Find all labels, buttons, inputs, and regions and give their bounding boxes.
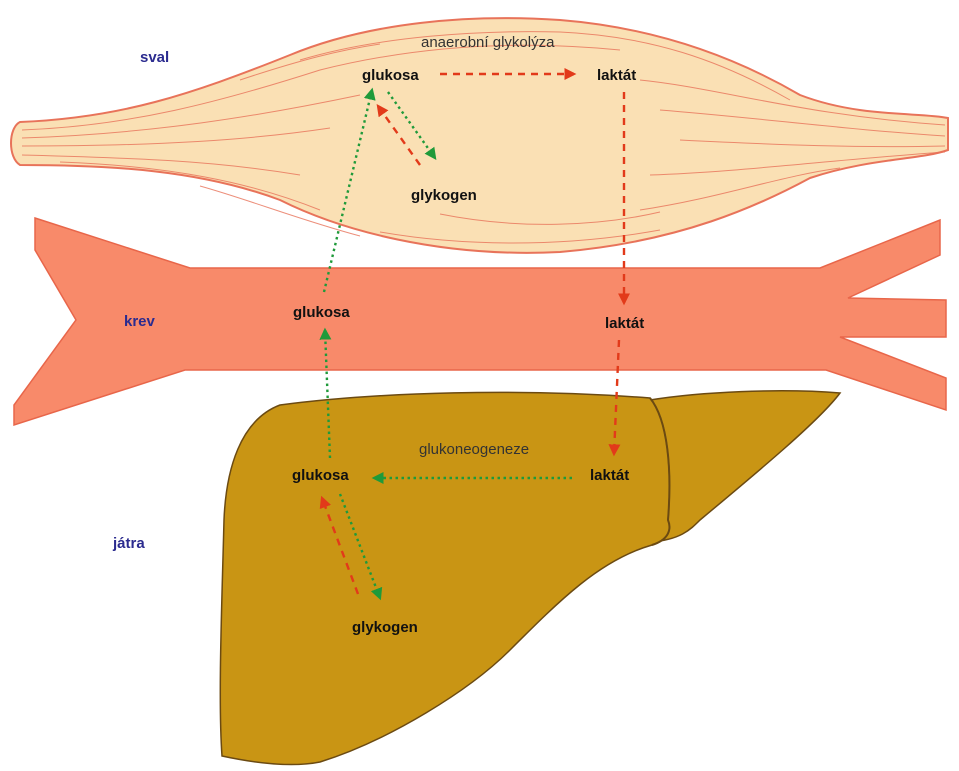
liver-lactate-label: laktát [590, 467, 629, 484]
muscle-lactate-label: laktát [597, 67, 636, 84]
organ-label-blood: krev [124, 313, 156, 330]
liver-glucose-label: glukosa [292, 467, 349, 484]
organ-label-muscle: sval [140, 49, 169, 66]
organ-label-liver: játra [112, 535, 145, 552]
blood-lactate-label: laktát [605, 315, 644, 332]
muscle-glycogen-label: glykogen [411, 187, 477, 204]
process-label-gluconeogenesis: glukoneogeneze [419, 441, 529, 458]
blood-glucose-label: glukosa [293, 304, 350, 321]
liver-shape [220, 391, 840, 765]
liver-glycogen-label: glykogen [352, 619, 418, 636]
muscle-glucose-label: glukosa [362, 67, 419, 84]
process-label-anaerobic-glycolysis: anaerobní glykolýza [421, 34, 555, 51]
